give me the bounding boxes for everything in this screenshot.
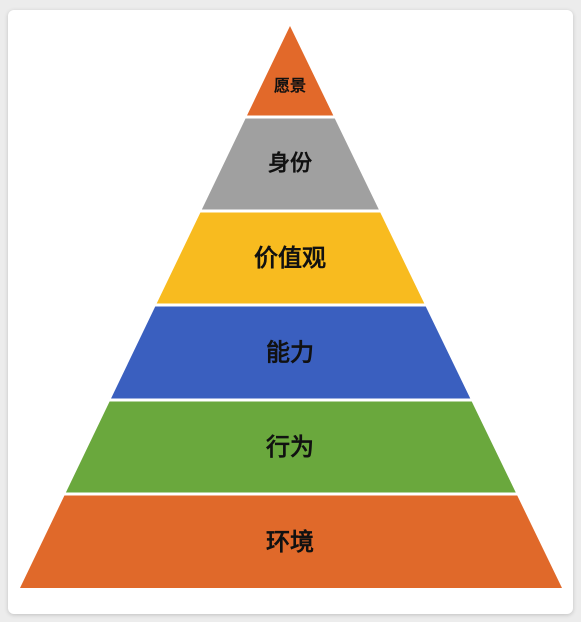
pyramid-layer-label-2: 身份 — [268, 151, 313, 177]
pyramid-layer-4 — [111, 306, 471, 399]
pyramid-layer-label-4: 能力 — [266, 339, 314, 367]
pyramid-layer-label-6: 环境 — [266, 528, 314, 556]
pyramid-layer-5 — [65, 401, 516, 493]
pyramid-layer-label-1: 愿景 — [274, 76, 306, 95]
pyramid-layer-label-3: 价值观 — [254, 244, 326, 272]
pyramid-layer-2 — [201, 118, 379, 210]
pyramid-layer-3 — [156, 212, 425, 304]
pyramid-layer-6 — [20, 495, 562, 588]
pyramid-layer-1 — [247, 26, 334, 116]
pyramid-layer-label-5: 行为 — [265, 433, 314, 461]
